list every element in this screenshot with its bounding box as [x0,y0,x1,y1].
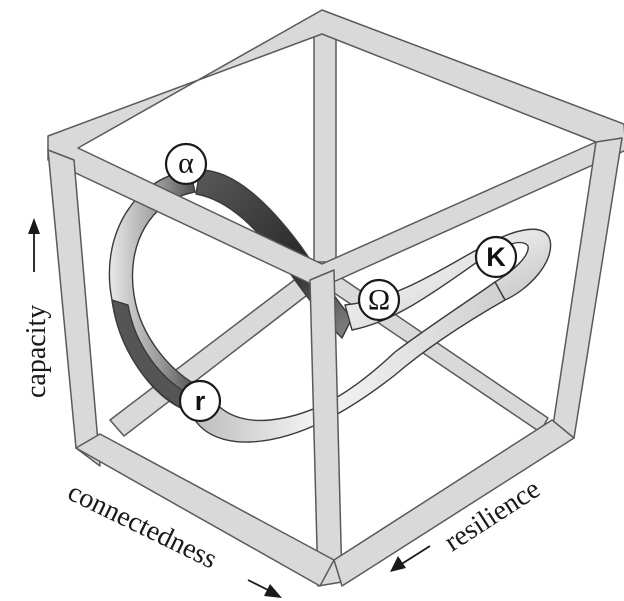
back-vertical-edge [314,30,336,262]
front-left-vertical-edge [48,150,100,466]
resilience-arrowhead [390,556,406,572]
node-r-label: r [195,386,206,416]
node-alpha-label: α [178,147,194,180]
resilience-arrow [400,546,430,565]
axis-capacity: capacity [21,218,52,398]
node-r: r [180,381,220,421]
node-kappa: K [476,237,516,277]
connectedness-arrowhead [264,584,282,598]
front-right-vertical-edge [552,138,622,438]
node-omega: Ω [359,280,399,320]
axis-capacity-label: capacity [21,305,52,398]
node-omega-label: Ω [368,284,390,317]
node-kappa-label: K [486,242,506,272]
capacity-arrowhead [28,218,40,234]
node-alpha: α [166,144,206,184]
